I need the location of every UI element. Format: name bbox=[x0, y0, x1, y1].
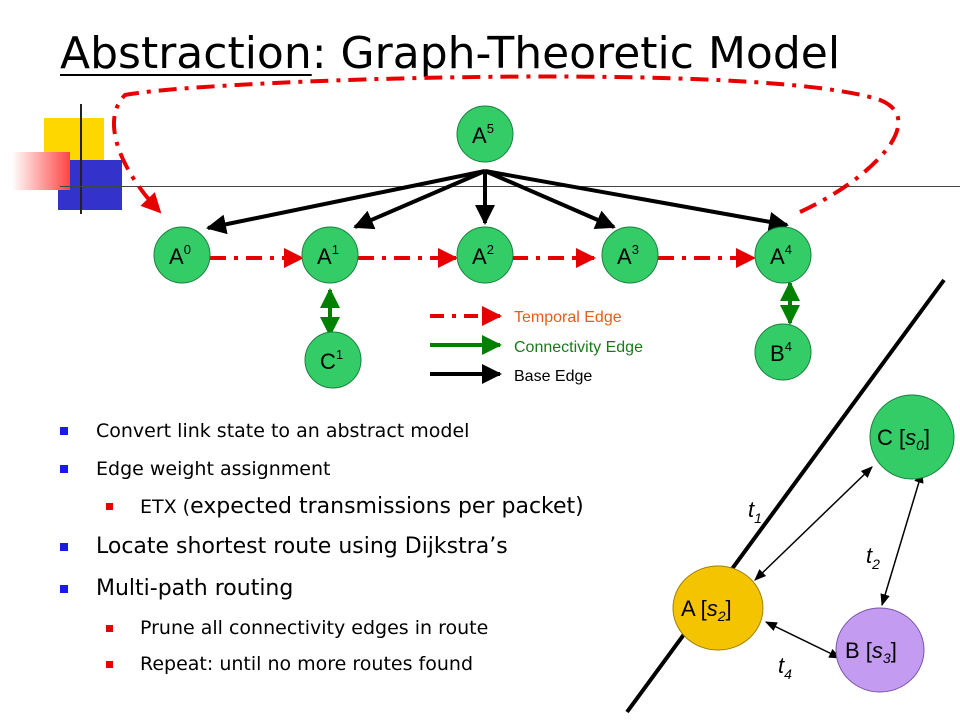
edge-t2-label: t2 bbox=[866, 543, 880, 572]
bullet-item: Edge weight assignment bbox=[60, 450, 584, 488]
node-c-s0: C [s0] bbox=[869, 394, 955, 480]
edge-t4-label: t4 bbox=[778, 653, 792, 682]
sub-bullet-item: Prune all connectivity edges in route bbox=[60, 610, 584, 646]
node-a4: A4 bbox=[754, 226, 812, 284]
legend-connectivity-label: Connectivity Edge bbox=[514, 339, 643, 356]
node-a1: A1 bbox=[301, 226, 359, 284]
legend-base-label: Base Edge bbox=[514, 368, 592, 385]
decor-vertical-line bbox=[80, 104, 82, 214]
edge-t2 bbox=[880, 470, 924, 607]
node-a3: A3 bbox=[601, 226, 659, 284]
svg-text:A1: A1 bbox=[317, 242, 339, 269]
bullet-list: Convert link state to an abstract model … bbox=[60, 412, 584, 682]
bullet-item: Locate shortest route using Dijkstra’s bbox=[60, 526, 584, 568]
svg-text:A3: A3 bbox=[617, 242, 639, 269]
node-a5: A5 bbox=[456, 105, 514, 163]
decor-red-block bbox=[12, 152, 70, 190]
temporal-edge-loop bbox=[111, 74, 901, 214]
node-b-s3: B [s3] bbox=[835, 607, 925, 693]
svg-text:B4: B4 bbox=[770, 339, 792, 366]
legend: Temporal Edge Connectivity Edge Base Edg… bbox=[430, 306, 643, 385]
base-edge-a5-a1 bbox=[353, 169, 486, 230]
svg-text:A4: A4 bbox=[770, 242, 792, 269]
page-title: Abstraction: Graph-Theoretic Model bbox=[60, 28, 841, 79]
svg-text:A5: A5 bbox=[472, 121, 494, 148]
sub-bullet-item: ETX (expected transmissions per packet) bbox=[60, 488, 584, 526]
svg-text:A2: A2 bbox=[472, 242, 494, 269]
node-a0: A0 bbox=[153, 226, 211, 284]
node-a-s2: A [s2] bbox=[672, 565, 764, 651]
base-edge-a5-a0 bbox=[206, 169, 486, 235]
bullet-item: Multi-path routing bbox=[60, 568, 584, 610]
base-edge-a5-a4 bbox=[484, 169, 789, 232]
svg-text:A [s2]: A [s2] bbox=[681, 596, 732, 624]
edge-t1-label: t1 bbox=[748, 497, 762, 526]
svg-text:C1: C1 bbox=[320, 347, 343, 374]
node-b4: B4 bbox=[754, 323, 812, 381]
svg-text:A0: A0 bbox=[169, 242, 191, 269]
bullet-item: Convert link state to an abstract model bbox=[60, 412, 584, 450]
edge-t4 bbox=[764, 621, 842, 659]
edge-t1 bbox=[754, 466, 873, 581]
svg-text:B [s3]: B [s3] bbox=[845, 638, 897, 666]
node-a2: A2 bbox=[456, 226, 514, 284]
decor-horizontal-line bbox=[60, 186, 960, 187]
sub-bullet-item: Repeat: until no more routes found bbox=[60, 646, 584, 682]
base-edge-a5-a3 bbox=[484, 169, 616, 230]
svg-text:C [s0]: C [s0] bbox=[877, 425, 930, 453]
legend-temporal-label: Temporal Edge bbox=[514, 309, 622, 326]
node-c1: C1 bbox=[304, 331, 362, 389]
